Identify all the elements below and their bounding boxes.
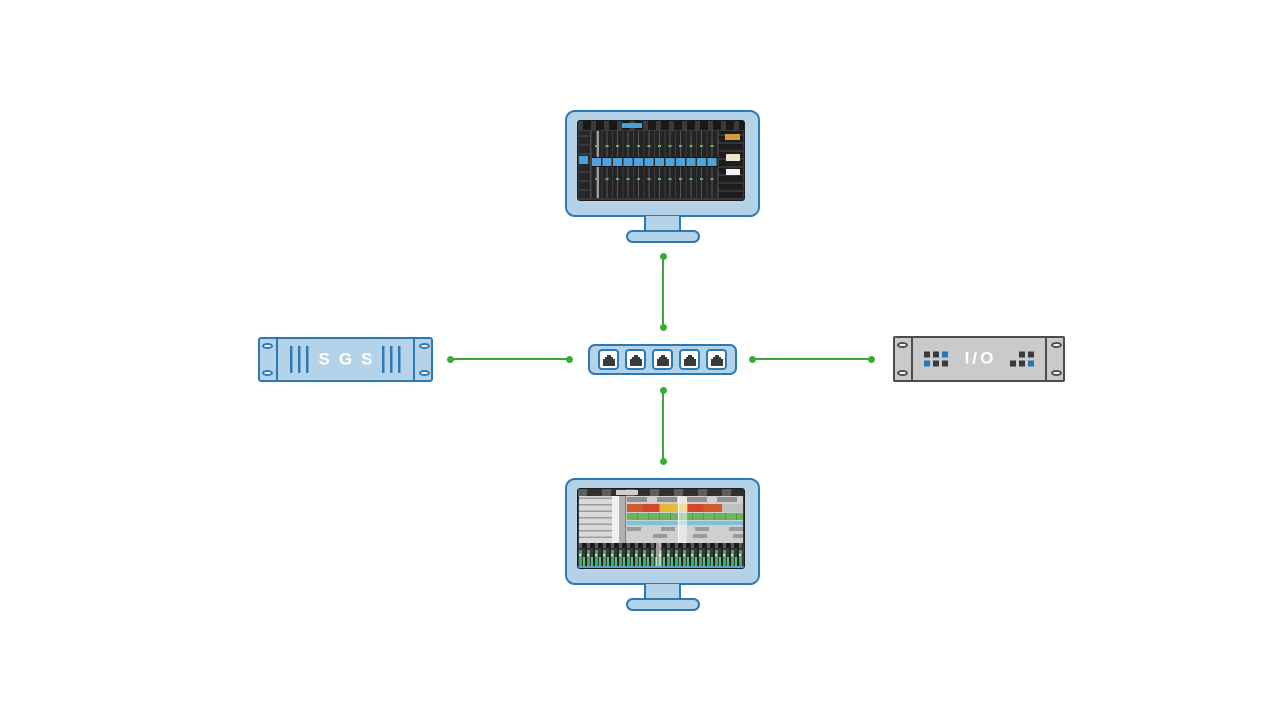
sgs-rack-ear-right <box>413 337 433 382</box>
io-square <box>924 360 930 367</box>
vent-lines-icon <box>290 346 309 373</box>
sgs-rack-unit: SGS <box>258 337 433 382</box>
ethernet-plug-icon <box>683 354 696 366</box>
connector-endpoint-dot <box>659 324 667 331</box>
io-square <box>933 351 939 358</box>
daw-status-bar <box>578 566 744 568</box>
mixer-master-button <box>726 168 740 175</box>
monitor-stand-base <box>626 598 700 611</box>
connector-endpoint-dot <box>659 387 667 394</box>
connector-switch-to-io <box>749 355 875 363</box>
network-switch <box>588 344 737 375</box>
ethernet-port <box>625 349 646 370</box>
mixer-master-rail <box>719 131 743 198</box>
ethernet-plug-icon <box>602 354 615 366</box>
io-square <box>942 360 948 367</box>
sgs-label: SGS <box>318 349 382 369</box>
io-square <box>1019 351 1025 358</box>
vent-lines-icon <box>382 346 401 373</box>
mixer-channel-labels <box>592 157 718 167</box>
connector-switch-to-bottom-monitor <box>659 387 667 465</box>
ethernet-plug-icon <box>629 354 642 366</box>
daw-track-list <box>579 496 626 543</box>
screw-hole-icon <box>1051 342 1062 348</box>
daw-titlebar-highlight <box>616 490 638 495</box>
ethernet-port <box>679 349 700 370</box>
ethernet-port <box>706 349 727 370</box>
daw-playhead <box>678 496 688 543</box>
bottom-monitor <box>565 478 760 612</box>
io-square <box>1019 360 1025 367</box>
io-rack-unit: I/O <box>893 336 1065 382</box>
io-square <box>933 360 939 367</box>
connector-endpoint-dot <box>447 355 454 363</box>
daw-edit-window <box>579 496 743 543</box>
io-rack-ear-left <box>893 336 913 382</box>
connector-endpoint-dot <box>749 355 756 363</box>
mixer-master-knob <box>725 134 740 140</box>
io-connector-grid-left <box>924 351 948 367</box>
daw-mixer-panel <box>579 543 743 566</box>
connector-endpoint-dot <box>868 355 875 363</box>
mixer-left-highlight <box>579 155 588 164</box>
screw-hole-icon <box>419 370 430 376</box>
connector-endpoint-dot <box>659 458 667 465</box>
io-body <box>893 336 1065 382</box>
io-square <box>1028 360 1034 367</box>
mixer-master-display <box>726 153 740 161</box>
mixer-toolbar <box>578 121 744 130</box>
sgs-rack-ear-left <box>258 337 278 382</box>
io-square <box>924 351 930 358</box>
mixer-toolbar-highlight <box>622 123 642 128</box>
ethernet-plug-icon <box>656 354 669 366</box>
ethernet-port <box>598 349 619 370</box>
io-square <box>942 351 948 358</box>
mixing-console-screen <box>577 120 745 201</box>
connector-top-monitor-to-switch <box>659 253 667 331</box>
screw-hole-icon <box>262 370 273 376</box>
mixer-channel-strips <box>592 131 718 198</box>
ethernet-plug-icon <box>710 354 723 366</box>
daw-titlebar <box>578 489 744 496</box>
io-square <box>1028 351 1034 358</box>
screw-hole-icon <box>1051 370 1062 376</box>
io-label: I/O <box>964 348 997 368</box>
mixer-left-rail <box>579 131 591 198</box>
daw-selected-channel <box>656 543 662 566</box>
daw-session-screen <box>577 488 745 569</box>
mixer-meter-ticks-top <box>592 145 718 148</box>
screw-hole-icon <box>419 343 430 349</box>
connector-endpoint-dot <box>566 355 573 363</box>
top-monitor <box>565 110 760 244</box>
monitor-stand-base <box>626 230 700 243</box>
daw-clip-area <box>627 496 743 543</box>
connector-sgs-to-switch <box>447 355 573 363</box>
ethernet-port <box>652 349 673 370</box>
screw-hole-icon <box>897 370 908 376</box>
sgs-body <box>258 337 433 382</box>
screw-hole-icon <box>262 343 273 349</box>
mixer-meter-ticks-bottom <box>592 177 718 180</box>
io-square <box>1010 360 1016 367</box>
io-rack-ear-right <box>1045 336 1065 382</box>
connector-endpoint-dot <box>659 253 667 260</box>
io-connector-grid-right <box>1010 351 1034 367</box>
screw-hole-icon <box>897 342 908 348</box>
